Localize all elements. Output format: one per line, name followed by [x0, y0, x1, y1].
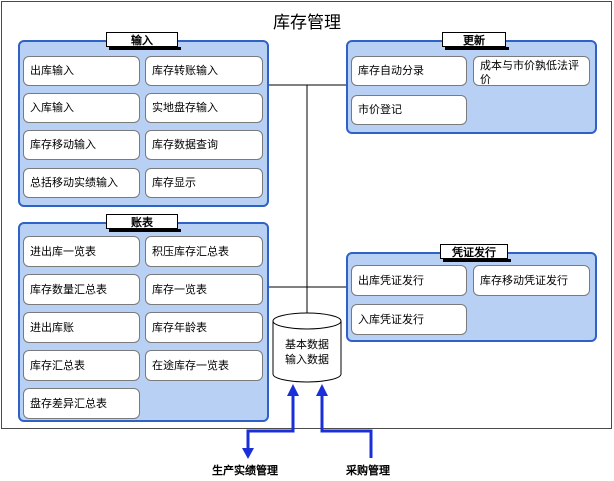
item-count-variance-summary[interactable]: 盘存差异汇总表	[23, 388, 140, 419]
diagram-frame	[1, 1, 612, 429]
group-update-title: 更新	[442, 32, 509, 50]
item-summary-movement-input[interactable]: 总括移动实绩输入	[23, 168, 140, 198]
item-inventory-list[interactable]: 库存一览表	[145, 274, 263, 305]
flow-to-production-line	[246, 392, 295, 448]
item-inout-list[interactable]: 进出库一览表	[23, 236, 140, 267]
database-cylinder	[272, 312, 342, 383]
item-inventory-query[interactable]: 库存数据查询	[145, 130, 263, 160]
item-age-report[interactable]: 库存年龄表	[145, 312, 263, 343]
external-production: 生产实绩管理	[212, 464, 278, 477]
group-voucher-title: 凭证发行	[440, 244, 511, 262]
item-inbound-input[interactable]: 入库输入	[23, 93, 140, 123]
item-outbound-voucher[interactable]: 出库凭证发行	[351, 265, 467, 296]
item-overstock-summary[interactable]: 积压库存汇总表	[145, 236, 263, 267]
item-inout-ledger[interactable]: 进出库账	[23, 312, 140, 343]
item-outbound-input[interactable]: 出库输入	[23, 56, 140, 86]
flow-from-db-arrowhead-left	[287, 384, 299, 396]
flow-to-production-arrowhead	[242, 448, 254, 459]
item-market-price-register[interactable]: 市价登记	[351, 95, 467, 125]
diagram-title: 库存管理	[273, 13, 341, 33]
database-label-line2: 输入数据	[285, 353, 329, 366]
item-inventory-summary[interactable]: 库存汇总表	[23, 350, 140, 381]
item-in-transit-list[interactable]: 在途库存一览表	[145, 350, 263, 381]
item-quantity-summary[interactable]: 库存数量汇总表	[23, 274, 140, 305]
flow-from-purchasing-arrowhead	[316, 384, 328, 396]
group-input-title: 输入	[106, 32, 181, 50]
item-auto-journal[interactable]: 库存自动分录	[351, 56, 467, 86]
item-lower-of-cost[interactable]: 成本与市价孰低法评价	[473, 56, 590, 86]
flow-from-purchasing-line	[320, 396, 373, 458]
item-physical-count-input[interactable]: 实地盘存输入	[145, 93, 263, 123]
item-inventory-display[interactable]: 库存显示	[145, 168, 263, 198]
item-inbound-voucher[interactable]: 入库凭证发行	[351, 304, 467, 335]
external-purchasing: 采购管理	[346, 464, 390, 477]
item-transfer-input[interactable]: 库存转账输入	[145, 56, 263, 86]
item-movement-voucher[interactable]: 库存移动凭证发行	[473, 265, 590, 296]
group-ledger-title: 账表	[106, 214, 181, 232]
item-movement-input[interactable]: 库存移动输入	[23, 130, 140, 160]
database-label: 基本数据 输入数据	[272, 337, 342, 367]
database-label-line1: 基本数据	[285, 338, 329, 351]
